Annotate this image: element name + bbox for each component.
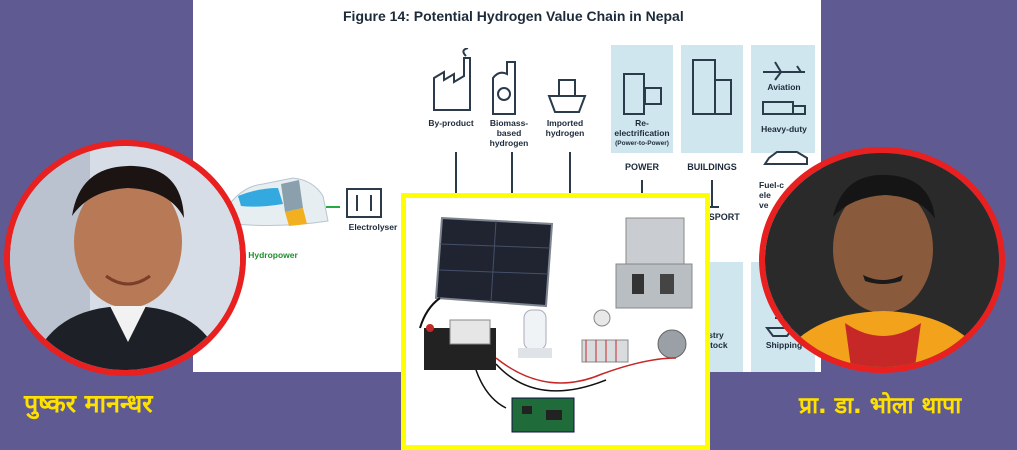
portrait-right [759,147,1005,373]
flow-line-byproduct [455,152,457,197]
biomass-plant-icon [492,61,516,115]
buildings-flow-line [711,180,713,206]
hydrogen-kit-illustration [419,216,693,433]
buildings-panel [681,45,743,153]
person-left-portrait [10,146,240,370]
power-panel [611,45,673,153]
transport-panel-top [751,45,815,153]
hydropower-dam-icon [227,177,329,226]
shipping-label: Shipping [765,340,803,350]
buildings-caption: BUILDINGS [687,162,737,172]
truck-icon [762,101,806,115]
person-left-name: पुष्कर मानन्धर [24,389,153,418]
electrolyser-icon [346,188,382,218]
person-right-name: प्रा. डा. भोला थापा [799,393,962,419]
power-caption: POWER [624,162,659,172]
byproduct-label: By-product [428,118,474,128]
power-to-power-label: (Power-to-Power) [615,140,669,147]
fuel-cell-label: Fuel-c ele ve [759,180,785,210]
flow-line-biomass [511,152,513,197]
flow-line-imported [569,152,571,197]
biomass-label: Biomass- based hydrogen [489,118,529,148]
buildings-icon [692,59,732,115]
electrolyser-label: Electrolyser [348,222,398,232]
transport-caption: NSPORT [702,212,740,222]
imported-label: Imported hydrogen [545,118,585,138]
figure-title: Figure 14: Potential Hydrogen Value Chai… [343,8,684,24]
arrow-to-electrolyser [326,206,340,208]
car-icon [763,151,808,165]
ship-icon [547,79,587,113]
hydropower-label: Hydropower [248,250,298,260]
aviation-label: Aviation [767,82,801,92]
industry-label: ustry lstock [703,330,728,350]
factory-icon [433,48,471,111]
person-right-portrait [765,153,999,367]
reelectrification-label: Re- electrification [614,118,670,138]
airplane-icon [763,61,805,81]
hydrogen-kit-photo [401,193,710,450]
heavy-duty-label: Heavy-duty [761,124,807,134]
portrait-left [4,140,246,376]
battery-icon [623,73,662,115]
